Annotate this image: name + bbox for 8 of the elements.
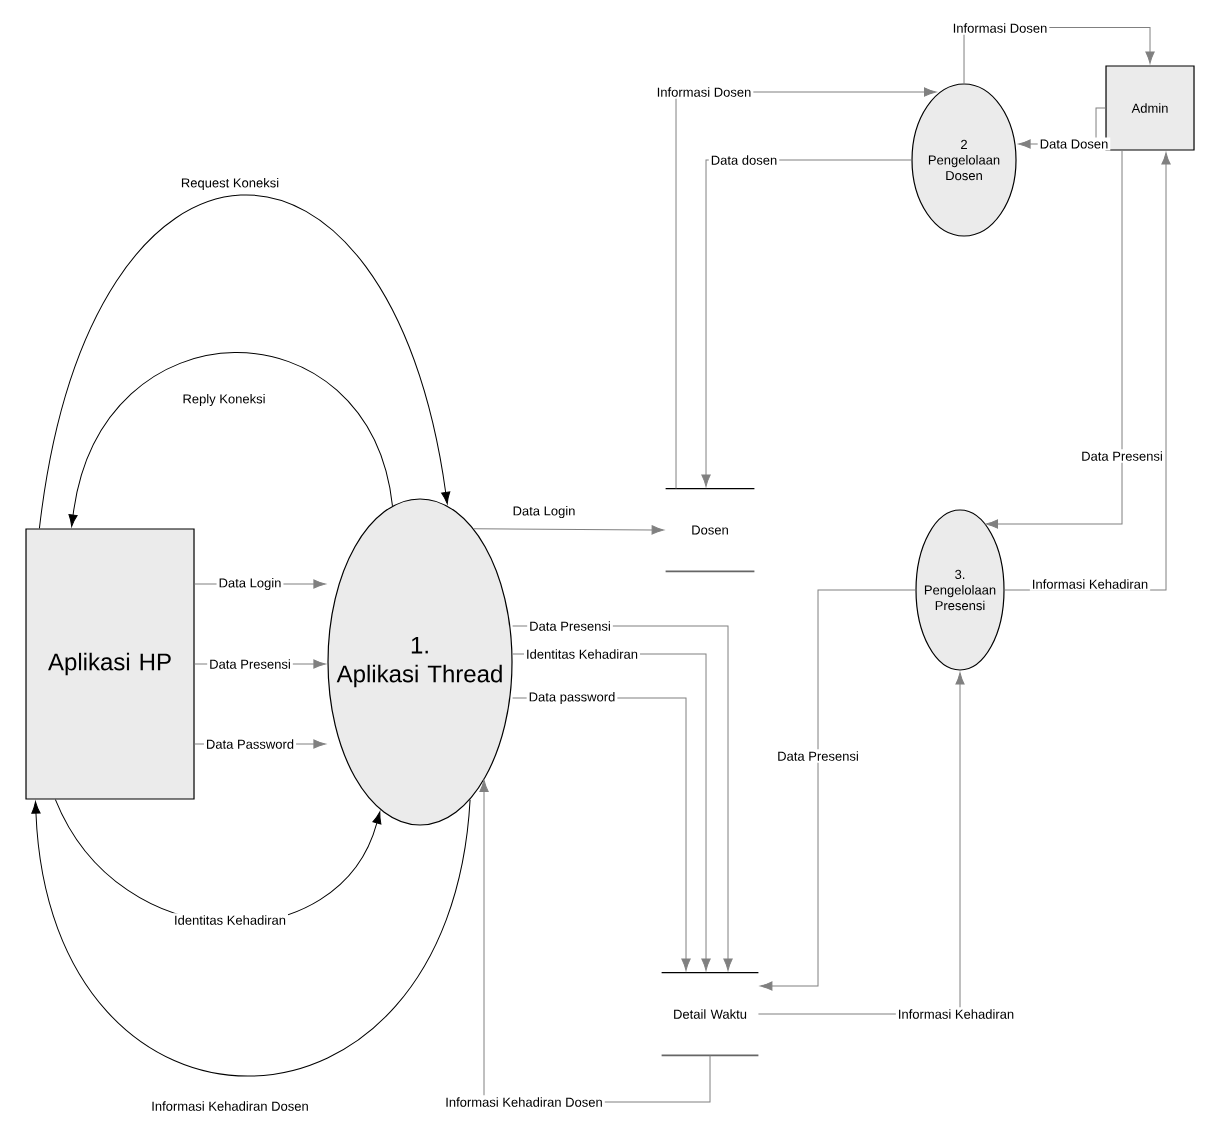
arrow [701,159,912,487]
arrow [760,589,916,991]
arrow [985,150,1123,529]
arrow [473,525,664,535]
arrow [38,194,451,529]
entity-box: Aplikasi HP [25,528,195,800]
arrow [31,799,471,1077]
arrow [68,352,393,527]
